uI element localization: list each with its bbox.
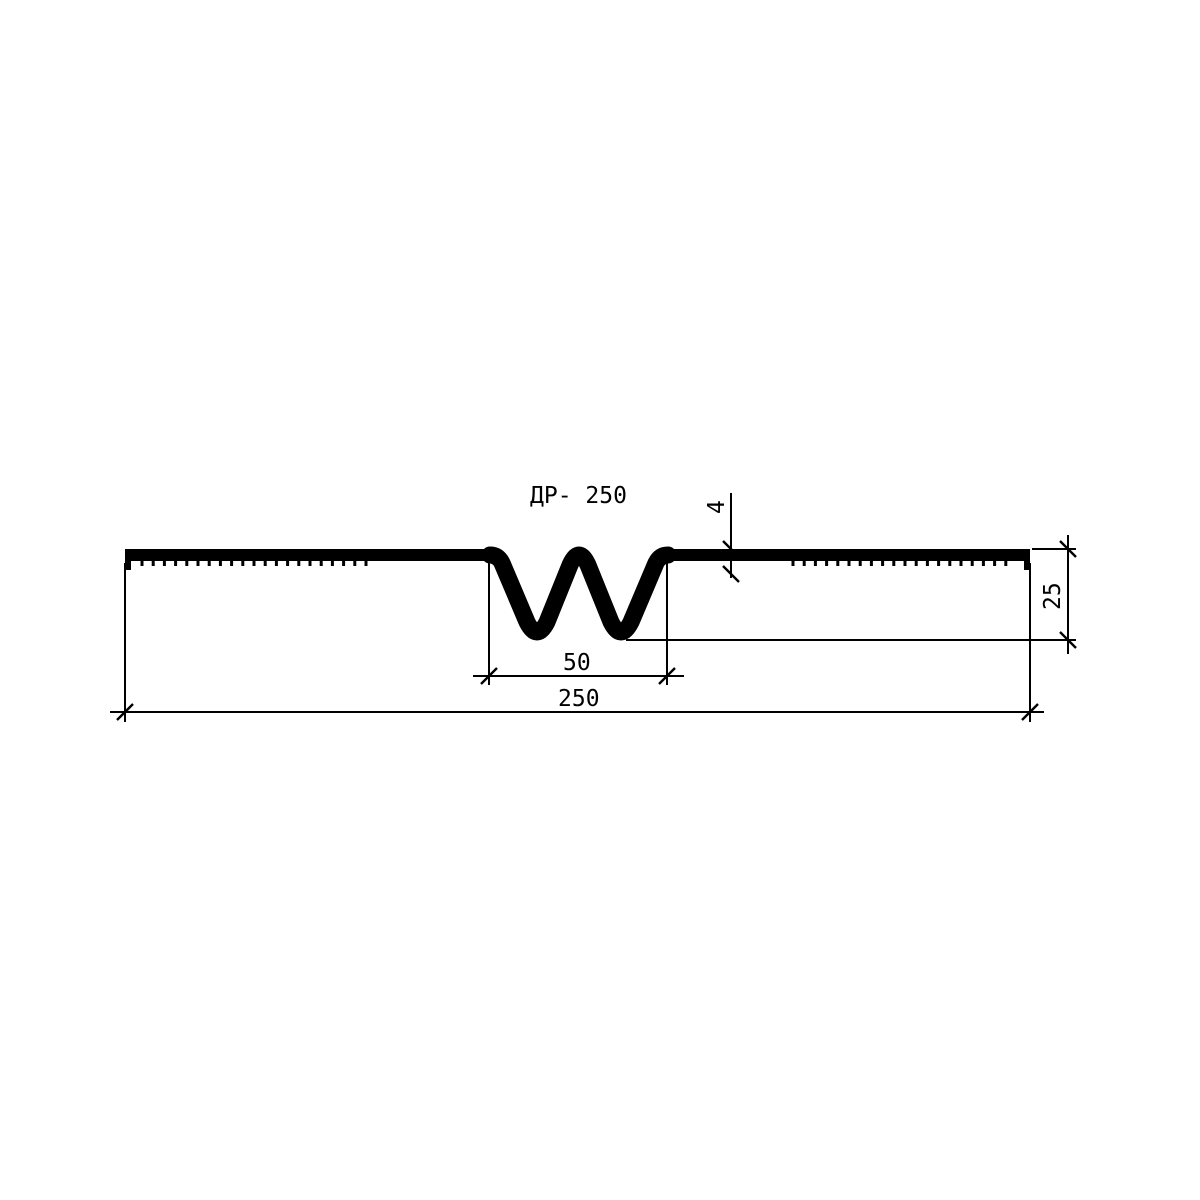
tick-thickness-bottom — [722, 565, 740, 583]
anchor-rib — [252, 560, 256, 566]
right-anchor-ribs — [791, 560, 1008, 566]
dim-label-overall: 250 — [558, 686, 600, 712]
expansion-groove — [481, 546, 677, 641]
anchor-rib — [342, 560, 346, 566]
anchor-rib — [140, 560, 144, 566]
anchor-rib — [881, 560, 885, 566]
dim-label-height: 25 — [1040, 582, 1066, 610]
anchor-rib — [241, 560, 245, 566]
tick-height-bottom — [1059, 631, 1077, 649]
anchor-rib — [836, 560, 840, 566]
anchor-rib — [364, 560, 368, 566]
anchor-rib — [230, 560, 234, 566]
dimension-overall-width: 250 — [110, 686, 1044, 721]
anchor-rib — [353, 560, 357, 566]
anchor-rib — [892, 560, 896, 566]
dimension-groove-width: 50 — [473, 650, 684, 685]
dim-label-groove: 50 — [563, 650, 591, 676]
anchor-rib — [196, 560, 200, 566]
anchor-rib — [263, 560, 267, 566]
tick-overall-right — [1021, 703, 1039, 721]
anchor-rib — [174, 560, 178, 566]
anchor-rib — [308, 560, 312, 566]
anchor-rib — [948, 560, 952, 566]
anchor-rib — [162, 560, 166, 566]
anchor-rib — [970, 560, 974, 566]
anchor-rib — [925, 560, 929, 566]
anchor-rib — [825, 560, 829, 566]
anchor-rib — [151, 560, 155, 566]
left-anchor-ribs — [140, 560, 368, 566]
anchor-rib — [981, 560, 985, 566]
dim-label-thickness: 4 — [704, 500, 730, 514]
anchor-rib — [1004, 560, 1008, 566]
anchor-rib — [218, 560, 222, 566]
anchor-rib — [791, 560, 795, 566]
dimension-thickness: 4 — [704, 493, 740, 583]
anchor-rib — [993, 560, 997, 566]
anchor-rib — [937, 560, 941, 566]
tick-overall-left — [116, 703, 134, 721]
dimension-height: 25 — [1040, 535, 1077, 654]
anchor-rib — [959, 560, 963, 566]
anchor-rib — [319, 560, 323, 566]
left-flange — [125, 549, 492, 561]
anchor-rib — [330, 560, 334, 566]
anchor-rib — [286, 560, 290, 566]
right-flange — [662, 549, 1030, 561]
right-edge-tab — [1024, 560, 1030, 570]
anchor-rib — [813, 560, 817, 566]
anchor-rib — [914, 560, 918, 566]
extension-lines — [124, 548, 1076, 722]
tick-groove-right — [658, 667, 676, 685]
anchor-rib — [802, 560, 806, 566]
profile-section — [125, 546, 1030, 641]
left-edge-tab — [125, 560, 131, 570]
profile-title: ДР- 250 — [530, 483, 627, 509]
tick-thickness-top — [722, 540, 740, 558]
anchor-rib — [185, 560, 189, 566]
anchor-rib — [903, 560, 907, 566]
anchor-rib — [858, 560, 862, 566]
anchor-rib — [297, 560, 301, 566]
tick-height-top — [1059, 540, 1077, 558]
anchor-rib — [847, 560, 851, 566]
anchor-rib — [869, 560, 873, 566]
anchor-rib — [274, 560, 278, 566]
tick-groove-left — [480, 667, 498, 685]
anchor-rib — [207, 560, 211, 566]
